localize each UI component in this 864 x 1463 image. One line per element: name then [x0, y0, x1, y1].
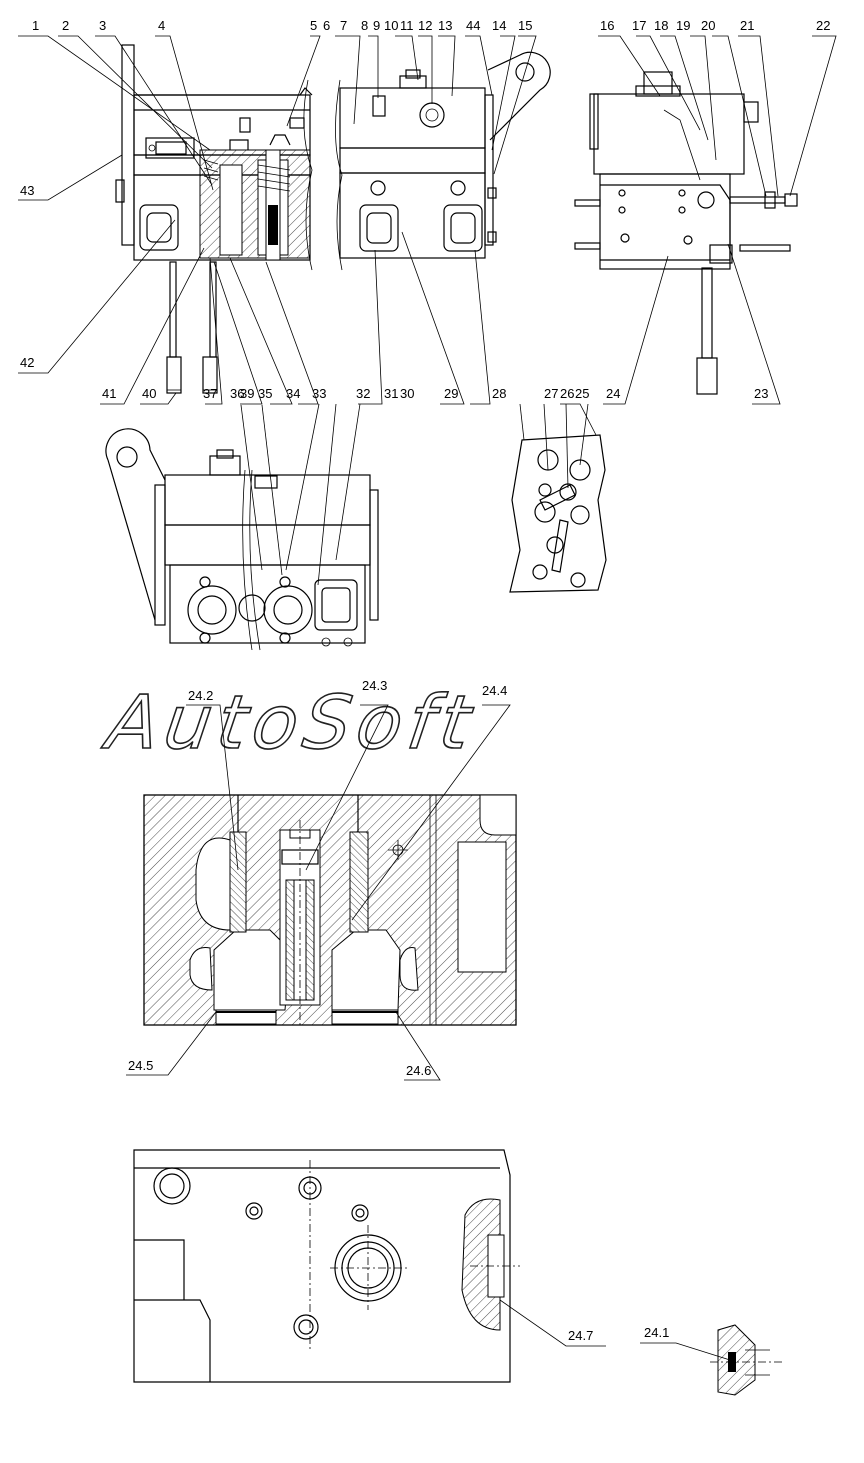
label-part-24-2: 24.2 — [188, 688, 213, 703]
watermark-text: AutoSoft — [98, 679, 481, 766]
callout-leaders — [18, 35, 837, 1361]
label-part-7: 7 — [340, 18, 347, 33]
label-part-14: 14 — [492, 18, 506, 33]
label-part-37: 37 — [203, 386, 217, 401]
rear-view — [105, 428, 379, 651]
label-part-3: 3 — [99, 18, 106, 33]
label-part-28: 28 — [492, 386, 506, 401]
label-part-18: 18 — [654, 18, 668, 33]
label-part-22: 22 — [816, 18, 830, 33]
label-part-39: 39 — [240, 386, 254, 401]
label-part-30: 30 — [400, 386, 414, 401]
label-part-40: 40 — [142, 386, 156, 401]
label-part-26: 26 — [560, 386, 574, 401]
label-part-1: 1 — [32, 18, 39, 33]
label-part-25: 25 — [575, 386, 589, 401]
label-part-2: 2 — [62, 18, 69, 33]
label-part-41: 41 — [102, 386, 116, 401]
label-part-23: 23 — [754, 386, 768, 401]
label-part-24-7: 24.7 — [568, 1328, 593, 1343]
label-part-42: 42 — [20, 355, 34, 370]
label-part-5: 5 — [310, 18, 317, 33]
end-view — [574, 71, 798, 395]
label-part-27: 27 — [544, 386, 558, 401]
label-part-4: 4 — [158, 18, 165, 33]
label-part-36: 36 — [230, 386, 244, 401]
label-part-29: 29 — [444, 386, 458, 401]
label-part-31: 31 — [384, 386, 398, 401]
label-part-17: 17 — [632, 18, 646, 33]
label-part-16: 16 — [600, 18, 614, 33]
label-part-24-1: 24.1 — [644, 1325, 669, 1340]
label-part-13: 13 — [438, 18, 452, 33]
label-part-33: 33 — [312, 386, 326, 401]
head-face-view — [133, 1149, 785, 1396]
label-part-12: 12 — [418, 18, 432, 33]
label-part-24-5: 24.5 — [128, 1058, 153, 1073]
label-part-35: 35 — [258, 386, 272, 401]
label-part-6: 6 — [323, 18, 330, 33]
front-section-view — [115, 44, 313, 394]
label-part-34: 34 — [286, 386, 300, 401]
label-part-19: 19 — [676, 18, 690, 33]
label-part-8: 8 — [361, 18, 368, 33]
label-part-24: 24 — [606, 386, 620, 401]
label-part-24-6: 24.6 — [406, 1063, 431, 1078]
label-part-15: 15 — [518, 18, 532, 33]
side-view-middle — [335, 51, 551, 271]
label-part-21: 21 — [740, 18, 754, 33]
label-part-11: 11 — [400, 18, 414, 33]
label-part-44: 44 — [466, 18, 480, 33]
label-part-24-4: 24.4 — [482, 683, 507, 698]
part-labels: 1 2 3 4 5 6 7 8 9 10 11 12 13 44 14 15 1… — [20, 18, 830, 1343]
label-part-20: 20 — [701, 18, 715, 33]
label-part-9: 9 — [373, 18, 380, 33]
label-part-43: 43 — [20, 183, 34, 198]
label-part-32: 32 — [356, 386, 370, 401]
label-part-10: 10 — [384, 18, 398, 33]
valve-seat-section-view — [143, 794, 517, 1026]
label-part-24-3: 24.3 — [362, 678, 387, 693]
rocker-detail-view — [509, 434, 607, 593]
